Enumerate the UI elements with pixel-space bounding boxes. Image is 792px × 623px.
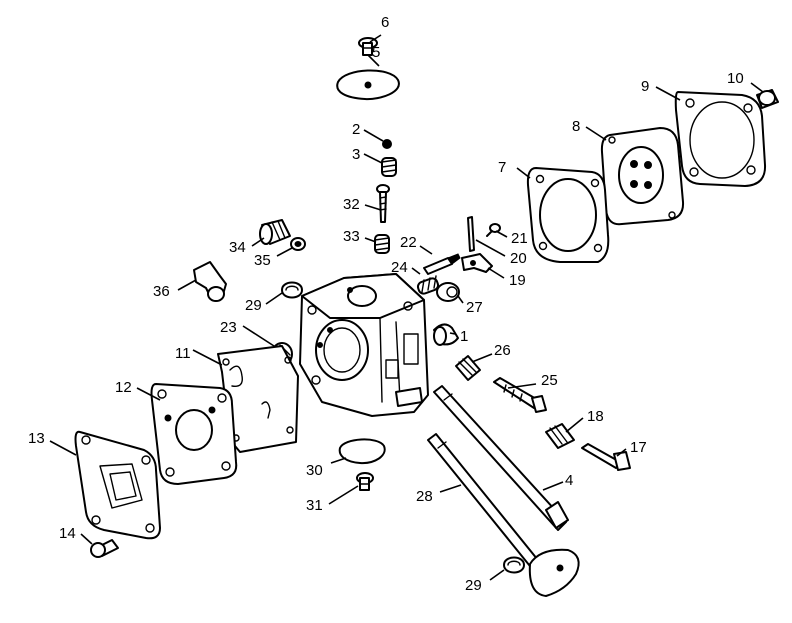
part-17-screw [581, 443, 631, 471]
label-35: 35 [254, 252, 271, 269]
part-12-plate [150, 383, 238, 485]
part-24-spring [416, 275, 440, 295]
label-36: 36 [153, 283, 170, 300]
label-26: 26 [494, 342, 511, 359]
label-2: 2 [352, 121, 360, 138]
label-12: 12 [115, 379, 132, 396]
label-14: 14 [59, 525, 76, 542]
label-3: 3 [352, 146, 360, 163]
label-20: 20 [510, 250, 527, 267]
part-13-cover [74, 430, 161, 540]
label-30: 30 [306, 462, 323, 479]
label-6: 6 [381, 14, 389, 31]
label-8: 8 [572, 118, 580, 135]
part-18-spring [545, 423, 575, 449]
label-28: 28 [416, 488, 433, 505]
part-29-washer-upper [281, 281, 303, 299]
leader-lines [49, 34, 764, 581]
label-24: 24 [391, 259, 408, 276]
label-31: 31 [306, 497, 323, 514]
part-3-spring [381, 157, 397, 177]
label-19: 19 [509, 272, 526, 289]
part-14-screw [90, 539, 119, 558]
part-8-diaphragm [600, 127, 685, 226]
label-5: 5 [372, 44, 380, 61]
part-28-shaft [427, 433, 580, 597]
part-9-cover [674, 91, 767, 187]
callout-labels: 6 5 2 3 32 33 22 24 27 1 26 25 18 17 4 2… [28, 14, 744, 594]
part-10-screw [756, 89, 779, 109]
part-33-spring [374, 234, 390, 254]
label-13: 13 [28, 430, 45, 447]
part-7-gasket [526, 167, 610, 263]
label-9: 9 [641, 78, 649, 95]
part-2-ball [382, 139, 392, 149]
part-34-fitting [259, 219, 291, 245]
label-10: 10 [727, 70, 744, 87]
label-33: 33 [343, 228, 360, 245]
part-25-screw [493, 377, 547, 413]
label-11: 11 [175, 345, 191, 362]
part-30-disc [338, 438, 386, 465]
part-11-gasket [217, 345, 299, 453]
label-21: 21 [511, 230, 528, 247]
label-34: 34 [229, 239, 246, 256]
label-7: 7 [498, 159, 506, 176]
label-25: 25 [541, 372, 558, 389]
part-1-cap [433, 323, 459, 346]
label-4: 4 [565, 472, 573, 489]
part-35-washer [290, 237, 306, 251]
part-22-needle [423, 253, 461, 275]
part-20-pin [467, 216, 475, 252]
part-26-spring [455, 355, 481, 381]
label-29-lower: 29 [465, 577, 482, 594]
part-31-screw [356, 472, 374, 491]
label-22: 22 [400, 234, 417, 251]
part-29-washer-lower [503, 556, 525, 574]
carburetor-body [299, 273, 429, 417]
label-1: 1 [460, 328, 468, 345]
part-4-shaft [433, 385, 569, 531]
part-19-lever [461, 253, 493, 273]
part-36-fitting [193, 261, 227, 302]
part-27-nut [436, 282, 460, 302]
part-32-screw [376, 184, 390, 223]
label-17: 17 [630, 439, 647, 456]
part-5-disc [336, 69, 400, 101]
label-27: 27 [466, 299, 483, 316]
part-21-screw [486, 223, 501, 237]
label-18: 18 [587, 408, 604, 425]
label-23: 23 [220, 319, 237, 336]
label-29-upper: 29 [245, 297, 262, 314]
label-32: 32 [343, 196, 360, 213]
